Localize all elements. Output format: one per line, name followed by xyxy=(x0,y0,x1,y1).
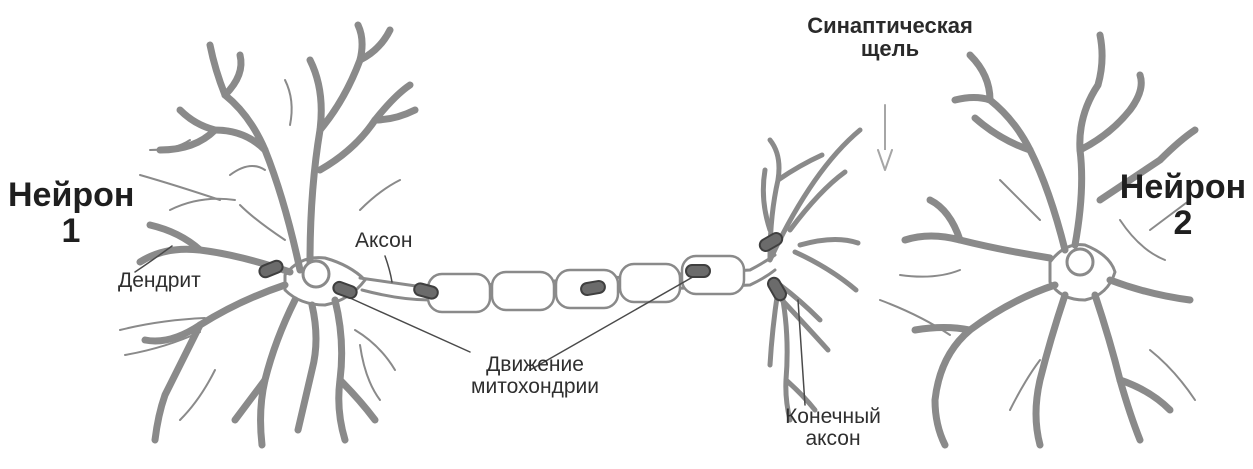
terminal-label: Конечный аксон xyxy=(763,406,903,450)
mitochondria-label-line1: Движение xyxy=(455,354,615,376)
synapse-arrow xyxy=(878,105,892,170)
neuron-1-label-line2: 1 xyxy=(8,214,134,250)
synapse-label-line2: щель xyxy=(790,37,990,60)
neuron-2-label-line1: Нейрон xyxy=(1118,170,1248,206)
neuron-1-nucleus xyxy=(303,261,329,287)
neuron-1-label: Нейрон 1 xyxy=(8,178,134,249)
neuron-2-label: Нейрон 2 xyxy=(1118,170,1248,241)
myelin-segment xyxy=(620,264,680,302)
dendrite-label: Дендрит xyxy=(118,270,201,292)
neuron-1-label-line1: Нейрон xyxy=(8,178,134,214)
neuron-2-label-line2: 2 xyxy=(1118,206,1248,242)
axon-label: Аксон xyxy=(355,230,412,252)
mitochondria-label: Движение митохондрии xyxy=(455,354,615,398)
mitochondria-label-line2: митохондрии xyxy=(455,376,615,398)
mitochondrion xyxy=(766,276,788,303)
mitochondrion xyxy=(758,231,785,253)
terminal-label-line2: аксон xyxy=(763,428,903,450)
axon-leader xyxy=(385,256,392,282)
synapse-label-line1: Синаптическая xyxy=(790,14,990,37)
terminal-label-line1: Конечный xyxy=(763,406,903,428)
synapse-label: Синаптическая щель xyxy=(790,14,990,60)
mitochondrion xyxy=(686,265,710,277)
axon-terminal xyxy=(763,130,860,420)
neuron-2-nucleus xyxy=(1067,249,1093,275)
myelin-segment xyxy=(492,272,554,310)
